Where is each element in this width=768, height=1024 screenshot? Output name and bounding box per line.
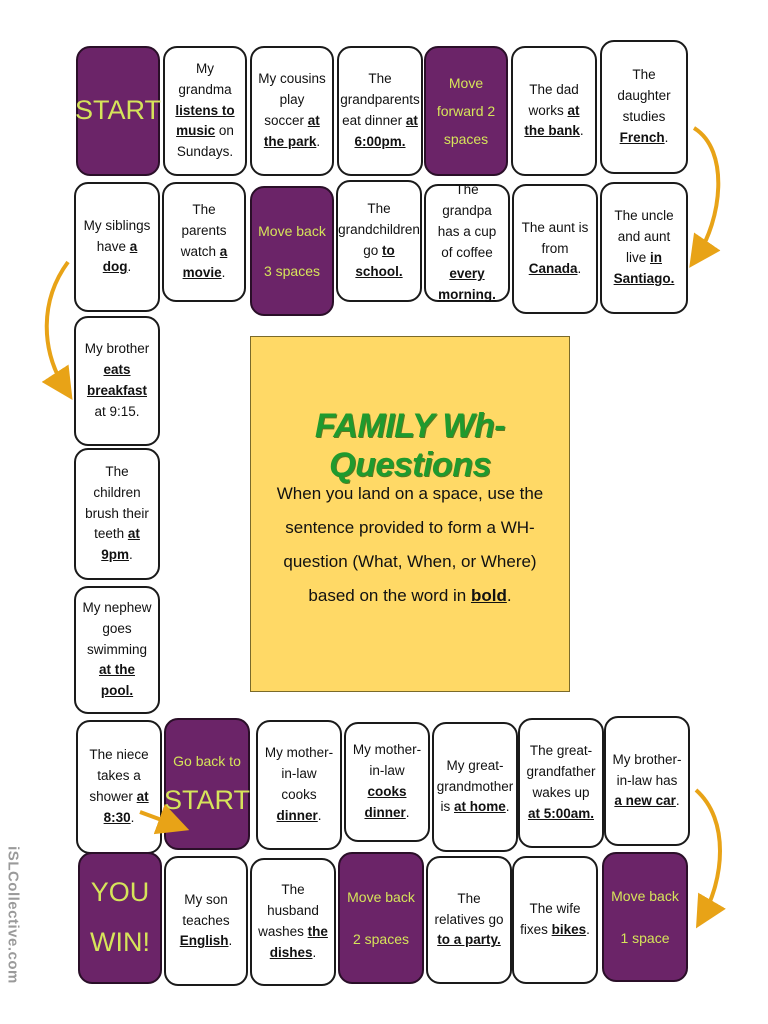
- board-space-l-2[interactable]: The children brush their teeth at 9pm.: [74, 448, 160, 580]
- space-sentence: The relatives go to a party.: [434, 890, 504, 948]
- space-sentence: The dad works at the bank.: [524, 81, 584, 139]
- space-sentence: My son teaches English.: [179, 891, 233, 949]
- board-space-r3-6[interactable]: The great-grandfather wakes up at 5:00am…: [518, 718, 604, 848]
- space-sentence: My nephew goes swimming at the pool.: [82, 599, 152, 699]
- space-sentence: The grandchildren go to school.: [338, 201, 420, 279]
- board-space-r4-5[interactable]: The relatives go to a party.: [426, 856, 512, 984]
- move-back-3-space[interactable]: Move back 3 spaces: [250, 186, 334, 316]
- go-back-label: Go back to START: [164, 752, 251, 816]
- instructions-panel: FAMILY Wh-Questions When you land on a s…: [250, 336, 570, 692]
- move-back-2-space[interactable]: Move back 2 spaces: [338, 852, 424, 984]
- space-sentence: The grandpa has a cup of coffee every mo…: [437, 182, 497, 302]
- move-back-1-space[interactable]: Move back 1 space: [602, 852, 688, 982]
- finish-space[interactable]: YOU WIN!: [78, 852, 162, 984]
- space-sentence: My cousins play soccer at the park.: [258, 71, 326, 149]
- move-forward-space[interactable]: Move forward 2 spaces: [424, 46, 508, 176]
- space-sentence: The wife fixes bikes.: [520, 901, 590, 937]
- space-sentence: My mother-in-law cooks dinner.: [352, 742, 422, 820]
- start-label: START: [75, 95, 162, 126]
- board-space-r2-2[interactable]: The parents watch a movie.: [162, 182, 246, 302]
- space-sentence: The grandparents eat dinner at 6:00pm.: [340, 71, 420, 149]
- board-space-r2-1[interactable]: My siblings have a dog.: [74, 182, 160, 312]
- move-back-label: Move back 2 spaces: [347, 888, 415, 947]
- board-title: FAMILY Wh-Questions: [314, 407, 506, 484]
- instructions-text: When you land on a space, use the senten…: [276, 484, 544, 605]
- space-sentence: My mother-in-law cooks dinner.: [264, 745, 334, 823]
- board-space-r1-1[interactable]: My grandma listens to music on Sundays.: [163, 46, 247, 176]
- space-sentence: My grandma listens to music on Sundays.: [175, 60, 235, 160]
- board-space-r4-2[interactable]: My son teaches English.: [164, 856, 248, 986]
- space-sentence: The daughter studies French.: [617, 67, 671, 145]
- board-space-r4-6[interactable]: The wife fixes bikes.: [512, 856, 598, 984]
- board-space-r2-6[interactable]: The aunt is from Canada.: [512, 184, 598, 314]
- watermark: iSLCollective.com: [4, 846, 22, 984]
- go-back-to-start-space[interactable]: Go back to START: [164, 718, 250, 850]
- board-space-r3-1[interactable]: The niece takes a shower at 8:30.: [76, 720, 162, 854]
- space-sentence: The aunt is from Canada.: [521, 219, 589, 277]
- space-sentence: The uncle and aunt live in Santiago.: [613, 208, 675, 286]
- start-space[interactable]: START: [75, 46, 162, 176]
- move-forward-label: Move forward 2 spaces: [436, 75, 496, 147]
- arrow-right-bottom-icon: [694, 788, 726, 929]
- space-sentence: The niece takes a shower at 8:30.: [89, 747, 149, 825]
- board-space-r2-5[interactable]: The grandpa has a cup of coffee every mo…: [424, 182, 510, 302]
- space-sentence: The husband washes the dishes.: [258, 882, 328, 960]
- board-space-r3-7[interactable]: My brother-in-law has a new car.: [604, 716, 690, 846]
- space-sentence: My brother eats breakfast at 9:15.: [84, 341, 150, 419]
- board-space-r3-3[interactable]: My mother-in-law cooks dinner.: [256, 720, 342, 850]
- space-sentence: The children brush their teeth at 9pm.: [85, 463, 149, 563]
- space-sentence: My brother-in-law has a new car.: [612, 751, 682, 809]
- move-back-label: Move back 3 spaces: [258, 222, 326, 279]
- board-space-r4-3[interactable]: The husband washes the dishes.: [250, 858, 336, 986]
- board-space-r1-3[interactable]: The grandparents eat dinner at 6:00pm.: [337, 46, 423, 176]
- space-sentence: The great-grandfather wakes up at 5:00am…: [526, 743, 596, 821]
- space-sentence: My siblings have a dog.: [83, 217, 151, 275]
- move-back-label: Move back 1 space: [611, 887, 679, 946]
- space-sentence: My great-grandmother is at home.: [436, 757, 514, 815]
- board-space-r1-2[interactable]: My cousins play soccer at the park.: [250, 46, 334, 176]
- board-space-r3-4[interactable]: My mother-in-law cooks dinner.: [344, 722, 430, 842]
- board-space-l-3[interactable]: My nephew goes swimming at the pool.: [74, 586, 160, 714]
- board-space-r3-5[interactable]: My great-grandmother is at home.: [432, 722, 518, 852]
- board-space-r2-7[interactable]: The uncle and aunt live in Santiago.: [600, 182, 688, 314]
- space-sentence: The parents watch a movie.: [180, 202, 228, 280]
- board-space-r2-4[interactable]: The grandchildren go to school.: [336, 180, 422, 302]
- you-win-label: YOU WIN!: [90, 877, 150, 957]
- board-space-l-1[interactable]: My brother eats breakfast at 9:15.: [74, 316, 160, 446]
- board-space-r1-6[interactable]: The daughter studies French.: [600, 40, 688, 174]
- board-space-r1-5[interactable]: The dad works at the bank.: [511, 46, 597, 176]
- arrow-right-top-icon: [689, 126, 721, 268]
- arrow-left-side-icon: [41, 260, 73, 401]
